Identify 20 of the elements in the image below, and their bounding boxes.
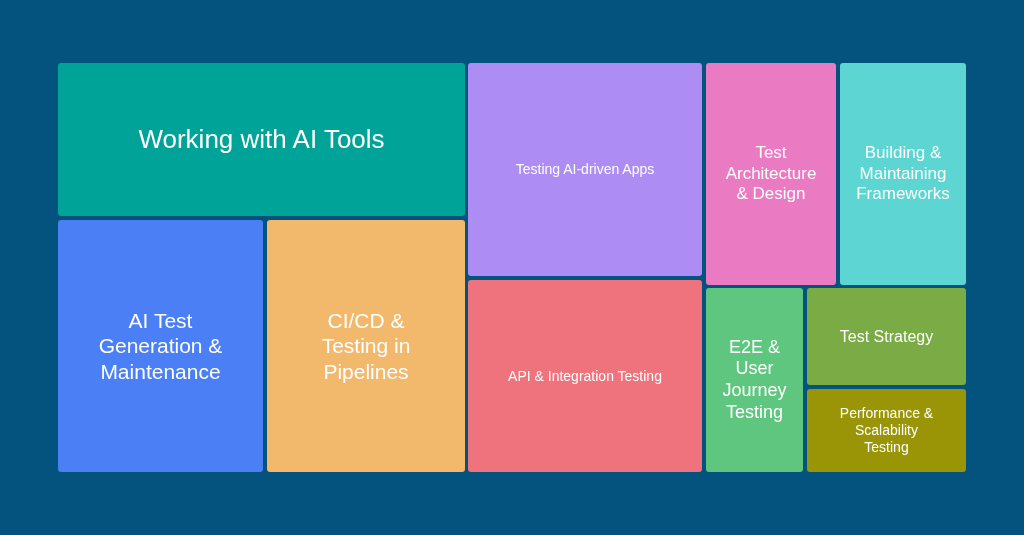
treemap-tile xyxy=(58,220,263,472)
treemap-tile xyxy=(706,63,836,285)
treemap-tile xyxy=(807,389,966,472)
tile-label: Test Architecture & Design xyxy=(724,143,818,205)
tile-label: CI/CD & Testing in Pipelines xyxy=(320,308,412,384)
tile-label: Test Strategy xyxy=(839,326,934,347)
tile-label: E2E & User Journey Testing xyxy=(721,336,788,424)
tile-label: Working with AI Tools xyxy=(138,123,385,156)
treemap-tile xyxy=(267,220,465,472)
tile-label: AI Test Generation & Maintenance xyxy=(97,308,224,384)
treemap-tile xyxy=(468,280,702,472)
treemap-tile xyxy=(468,63,702,276)
tile-label: Testing AI-driven Apps xyxy=(515,161,655,178)
treemap-tile xyxy=(58,63,465,216)
treemap-tile xyxy=(840,63,966,285)
tile-label: API & Integration Testing xyxy=(508,367,662,385)
treemap-tile xyxy=(807,288,966,385)
tile-label: Building & Maintaining Frameworks xyxy=(855,143,951,205)
treemap-tile xyxy=(706,288,803,472)
tile-label: Performance & Scalability Testing xyxy=(838,405,935,456)
